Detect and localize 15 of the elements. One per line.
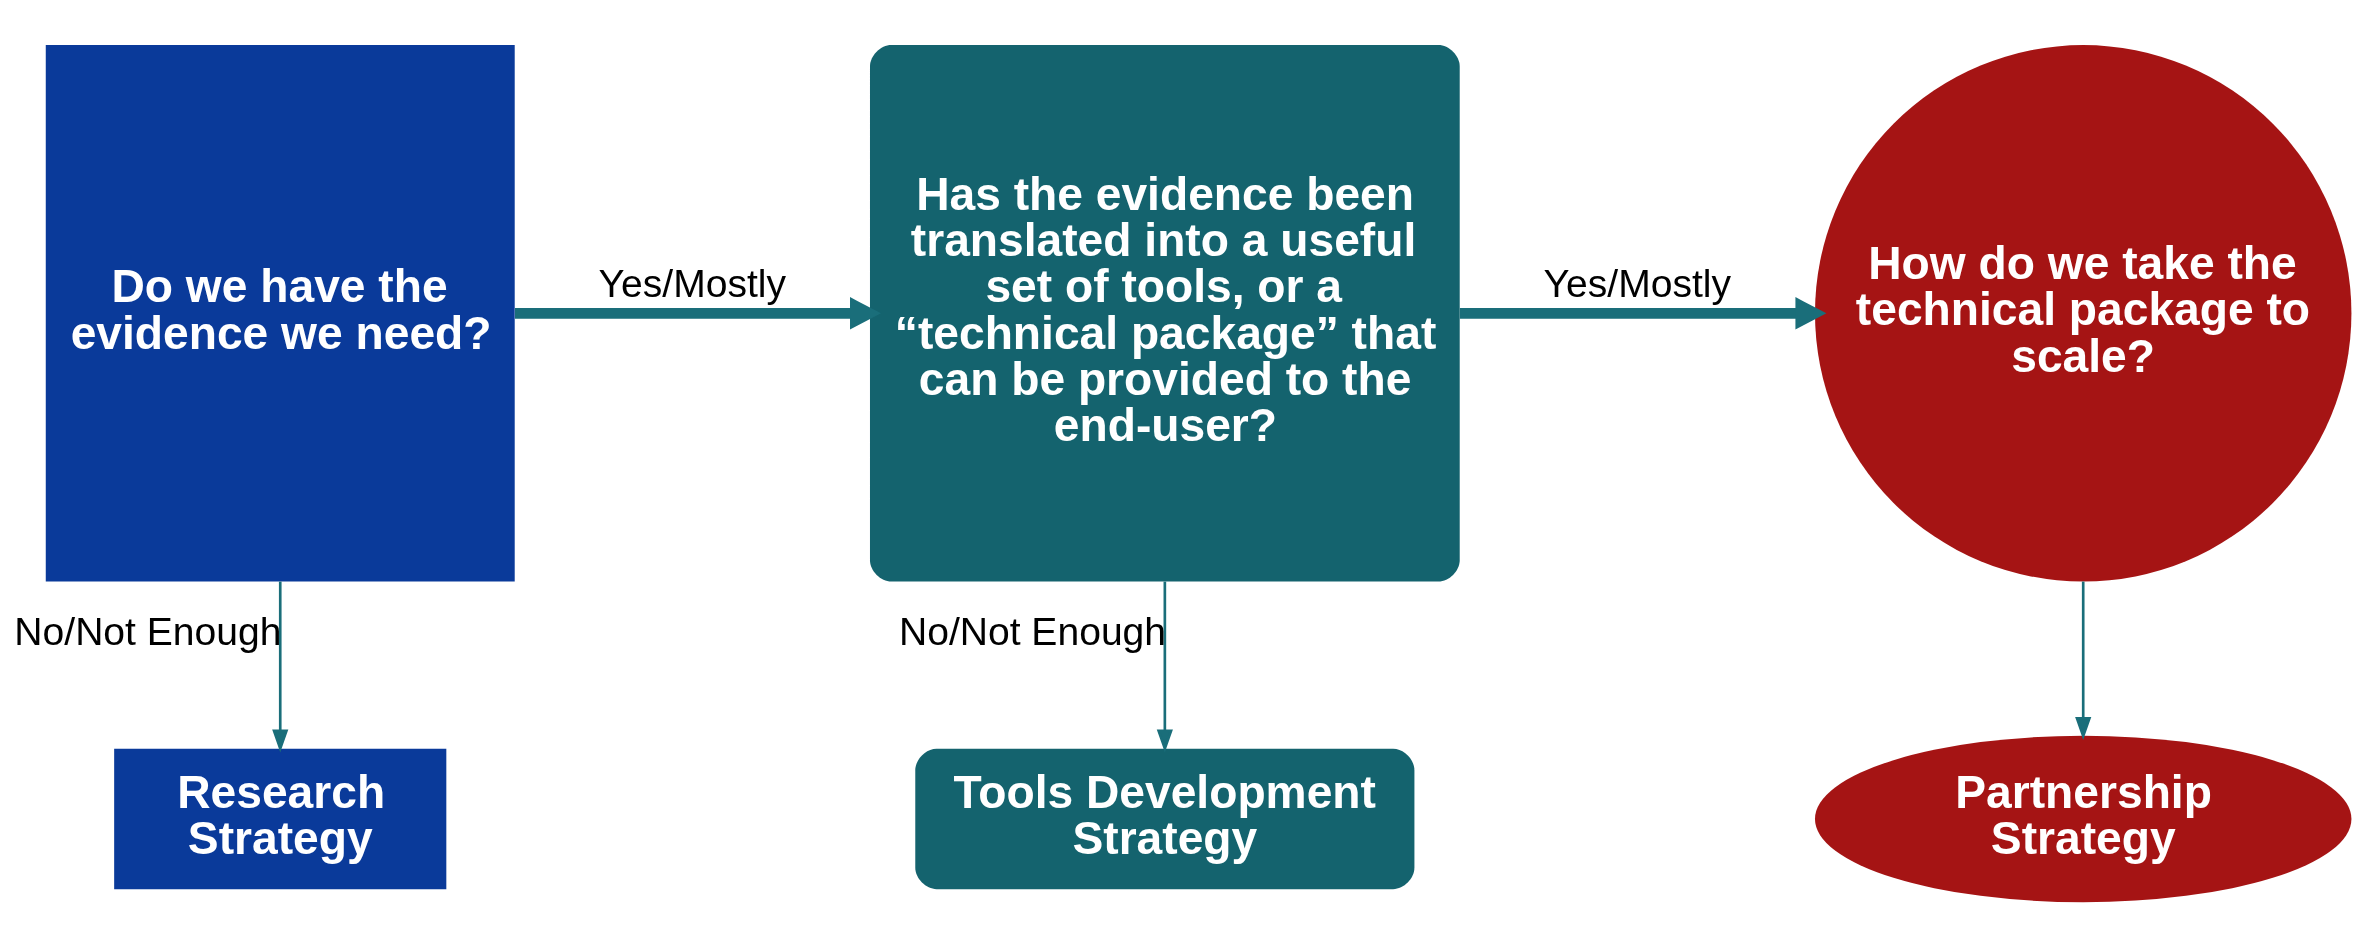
arrow: [272, 581, 289, 753]
node-ellipse: Partnership Strategy: [1815, 735, 2352, 903]
node-circle: How do we take the technical package to scale?: [1815, 45, 2352, 582]
node-box: Research Strategy: [114, 748, 447, 890]
arrow: [1156, 581, 1173, 753]
arrow: [1459, 297, 1827, 330]
arrow: [515, 297, 881, 330]
edge-label: No/Not Enough: [898, 609, 1167, 653]
node-box: Has the evidence been translated into a useful set of tools, or a “technical package” that can be provided to the end-user?: [870, 45, 1460, 582]
edge-label: No/Not Enough: [14, 609, 282, 653]
node-box: Do we have the evidence we need?: [45, 45, 515, 582]
arrow: [2075, 581, 2092, 741]
edge-label: Yes/Mostly: [598, 261, 787, 305]
edge-label: Yes/Mostly: [1543, 261, 1732, 305]
node-box: Tools Development Strategy: [915, 748, 1415, 890]
